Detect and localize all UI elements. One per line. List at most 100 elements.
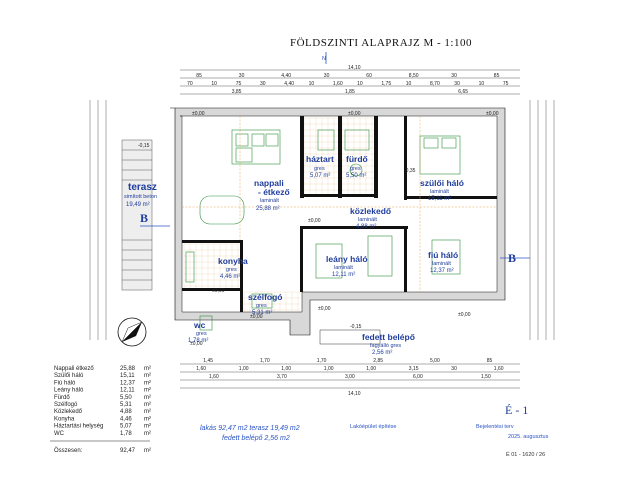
dim-bot-row2-label-0: 1,60 [196,366,206,372]
area-row-value: 15,11 [120,373,135,379]
room-labels: terasz simított beton 19,49 m² nappali- … [124,154,464,356]
level-fedett: -0,15 [350,324,362,330]
dim-top-row3-label-3: 30 [260,81,266,87]
level-markers: ±0,00 ±0,00 ±0,00 -0,15 ±0,00 ±0,00 ±0,0… [138,111,499,347]
entrance-canopy [319,329,381,345]
room-haztart-floor: gres [314,166,325,172]
dim-bot-row2-label-3: 1,00 [324,366,334,372]
room-furdo-name: fürdő [346,154,368,164]
room-konyha-name: konyha [218,256,248,266]
drawing-title: FÖLDSZINTI ALAPRAJZ M - 1:100 [290,37,472,49]
sheet-number: É - 1 [505,403,528,417]
level-szelfogo: ±0,00 [250,314,263,320]
area-row-name: Leány háló [54,388,84,394]
room-fedett-area: 2,56 m² [372,350,392,356]
level-szelf2: -0,35 [404,168,416,174]
drawing-code: É 01 - 1620 / 26 [506,451,545,458]
dim-bot-row3-label-0: 1,60 [209,374,219,380]
dim-bot-row1-label-4: 5,00 [430,358,440,364]
area-row-name: WC [54,431,65,437]
dim-bot-row1-label-3: 2,85 [373,358,383,364]
room-fedett: fedett belépő fagyálló gres 2,56 m² [362,332,415,356]
dim-top-row3-label-1: 10 [211,81,217,87]
room-konyha-area: 4,46 m² [220,274,240,280]
room-kozlekedo-floor: laminált [358,217,377,223]
dim-top-row3-label-13: 75 [503,81,509,87]
summary-line1: lakás 92,47 m2 terasz 19,49 m2 [200,425,300,432]
room-haztart-name: háztart [306,154,334,164]
room-wc: wc gres 1,78 m² [188,320,208,344]
room-wc-floor: gres [196,331,207,337]
room-fiu-floor: laminált [432,261,451,267]
room-kozlekedo-area: 4,88 m² [356,224,376,230]
room-fedett-floor: fagyálló gres [370,343,401,349]
room-szelfogo-floor: gres [256,303,267,309]
dim-top-row2-label-0: 85 [196,73,202,79]
title-block: Lakóépület építése Bejelentési terv 2025… [350,403,549,458]
dim-bot-row1-label-1: 1,70 [260,358,270,364]
total-label: Összesen: [54,447,83,454]
area-row-name: Fürdő [54,395,70,401]
room-fiu: fiú háló laminált 12,37 m² [428,250,458,274]
level-nappali: ±0,00 [192,111,205,117]
area-row-name: Fiú háló [54,380,76,386]
area-total-row: Összesen: 92,47 m² [54,447,151,454]
dim-top-row2-label-1: 30 [239,73,245,79]
dim-top-row2-label-3: 30 [324,73,330,79]
level-leany: ±0,00 [318,306,331,312]
summary-line2: fedett belépő 2,56 m2 [222,435,290,442]
dim-bot-row2-label-4: 1,00 [366,366,376,372]
dim-top-row3-label-9: 10 [406,81,412,87]
area-row-unit: m² [144,402,151,408]
room-konyha-floor: gres [226,267,237,273]
room-szelfogo-area: 5,31 m² [252,310,272,316]
dim-bot-row2-label-6: 30 [451,366,457,372]
area-row-unit: m² [144,373,151,379]
dim-bot-row2-label-2: 1,00 [281,366,291,372]
north-arrow-top: N [322,52,327,64]
total-value: 92,47 [120,448,136,454]
summary: lakás 92,47 m2 terasz 19,49 m2 fedett be… [200,425,300,442]
room-nappali-name: nappali- étkező [254,178,290,197]
room-furdo-area: 5,50 m² [346,173,366,179]
area-row-name: Nappali étkező [54,366,94,372]
dim-bot-row3-label-4: 1,50 [481,374,491,380]
dim-top-row4-label-2: 6,65 [458,89,468,95]
area-row-value: 12,37 [120,380,136,386]
dim-bot-row2-label-7: 1,60 [494,366,504,372]
area-row-unit: m² [144,388,151,394]
side-dimensions [89,100,555,340]
dim-bot-row1-label-0: 1,45 [203,358,213,364]
section-mark-right: B [500,251,530,265]
project-date: 2025. augusztus [508,434,549,440]
interior-walls [182,116,497,312]
room-haztart: háztart gres 5,07 m² [306,154,334,179]
room-szelfogo: szélfogó gres 5,31 m² [248,292,282,316]
room-nappali-floor: laminált [260,198,279,204]
dim-top-row3-label-0: 70 [187,81,193,87]
room-szuloi-area: 15,11 m² [428,196,451,202]
dim-top-row3-label-8: 1,75 [381,81,391,87]
dim-bot-row2-label-5: 3,15 [409,366,419,372]
furniture [185,129,461,331]
project-phase: Bejelentési terv [476,424,514,430]
area-row-value: 5,07 [120,424,132,430]
room-wc-area: 1,78 m² [188,338,208,344]
section-letter-left: B [140,211,148,225]
dim-bot-row3-label-1: 3,70 [277,374,287,380]
dim-bot-row1-label-5: 85 [487,358,493,364]
dim-top-row3-label-12: 10 [479,81,485,87]
area-row-name: Konyha [54,416,75,422]
dim-top-row3-label-5: 10 [309,81,315,87]
area-row-name: Közlekedő [54,409,83,415]
dim-top-row3-label-4: 4,40 [284,81,294,87]
area-row-name: Szülői háló [54,373,84,379]
dim-top-row2-label-4: 60 [366,73,372,79]
